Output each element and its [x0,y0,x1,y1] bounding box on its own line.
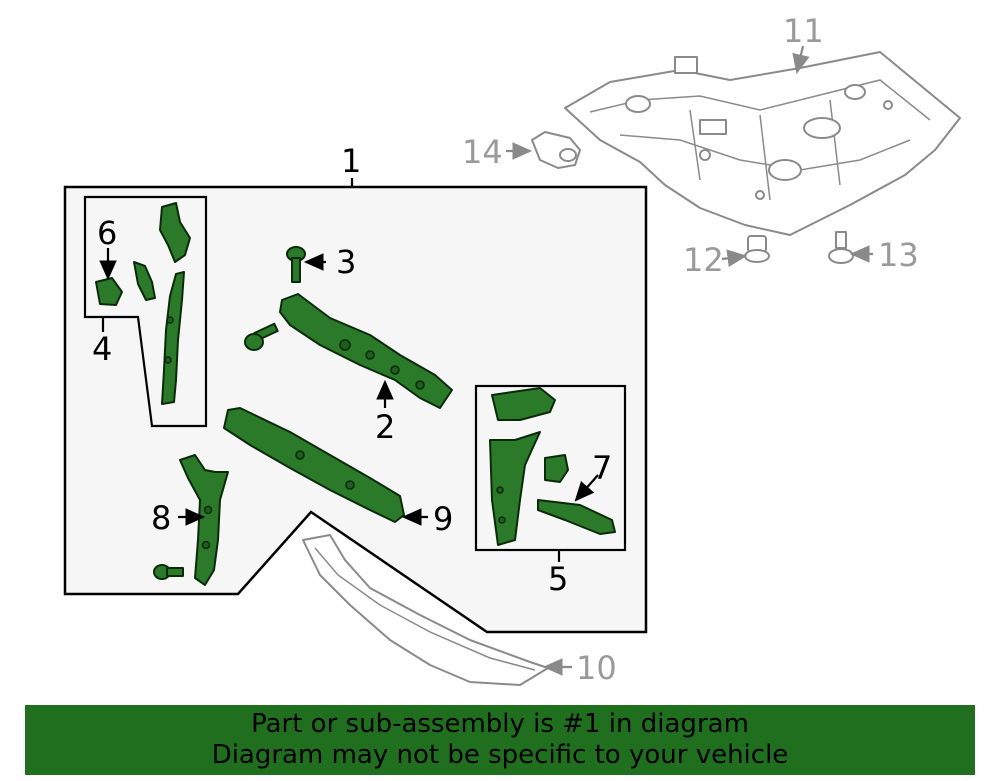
subassembly-5-box [474,384,627,552]
callout-14: 14 [462,133,503,171]
callout-7: 7 [592,449,612,487]
callout-5: 5 [548,560,568,598]
bolt-lower [153,564,184,580]
clip-14 [531,131,581,169]
upper-tie-bar-2 [279,293,453,409]
callout-6: 6 [97,214,117,252]
callout-10: 10 [576,649,617,687]
callout-2: 2 [375,408,395,446]
callout-9: 9 [433,500,453,538]
subassembly-4-parts [95,202,191,405]
banner-line-1: Part or sub-assembly is #1 in diagram [251,709,749,739]
subassembly-5-parts [489,387,616,546]
callout-1: 1 [341,142,361,180]
callout-8: 8 [151,499,171,537]
subassembly-4-box [83,195,208,428]
info-banner: Part or sub-assembly is #1 in diagram Di… [25,705,975,775]
under-cover-11 [564,51,961,236]
bolt-left [244,322,279,351]
parts-diagram: 1 2 3 4 5 6 7 8 9 10 11 12 13 14 [63,12,961,687]
callout-4: 4 [92,330,112,368]
callout-12: 12 [683,241,724,279]
banner-line-2: Diagram may not be specific to your vehi… [211,740,789,770]
callout-3: 3 [336,243,356,281]
callout-13: 13 [878,236,919,274]
callout-11: 11 [783,12,824,50]
lower-tie-bar-9 [223,407,405,523]
bolt-13 [828,231,854,264]
nut-12 [744,235,770,263]
